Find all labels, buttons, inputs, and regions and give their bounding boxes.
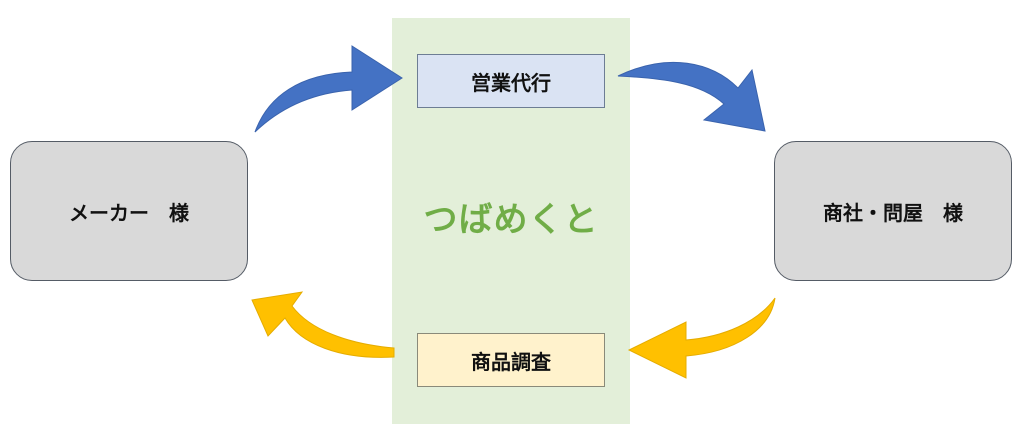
trader-wholesaler-box: 商社・問屋 様 xyxy=(774,141,1012,281)
product-research-label: 商品調査 xyxy=(417,333,605,387)
arrow-maker-to-sales xyxy=(254,45,403,133)
arrow-trader-to-research xyxy=(627,297,776,379)
sales-agency-label: 営業代行 xyxy=(417,54,605,108)
arrow-research-to-maker xyxy=(251,291,395,358)
arrow-sales-to-trader xyxy=(617,61,766,132)
company-name: つばめくと xyxy=(423,200,599,240)
maker-box: メーカー 様 xyxy=(10,141,248,281)
